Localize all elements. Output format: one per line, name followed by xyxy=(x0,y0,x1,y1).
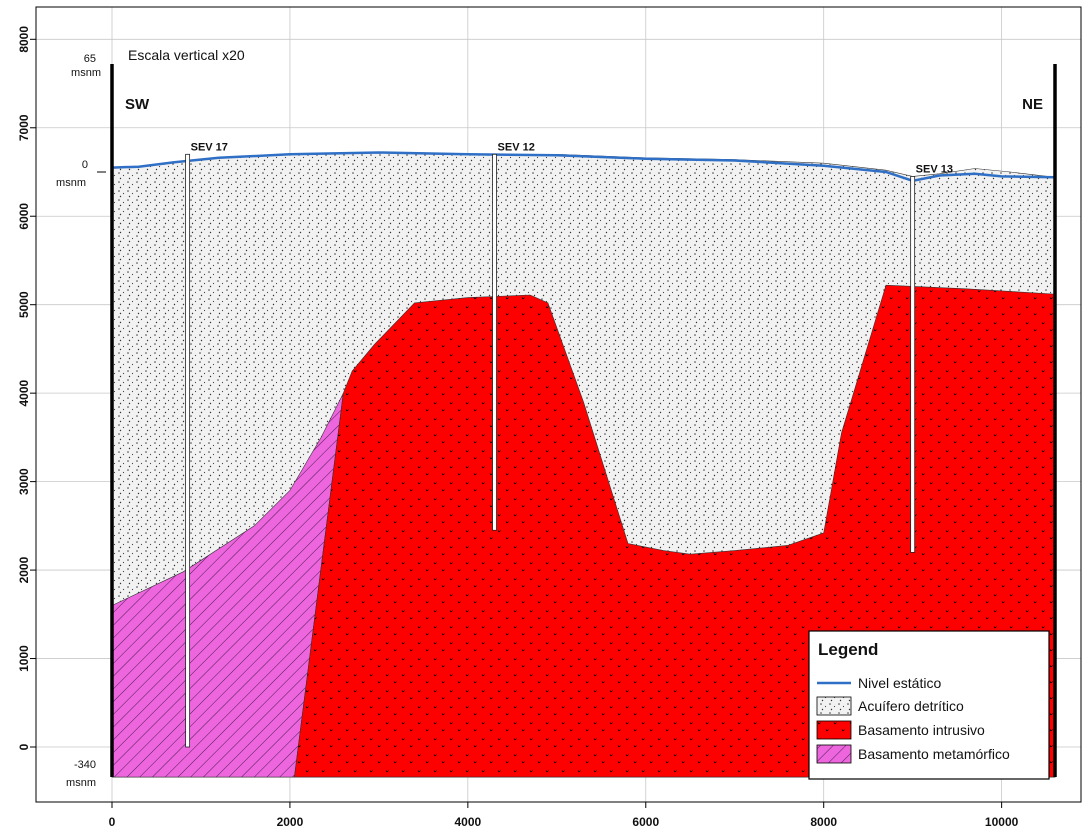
legend-swatch-aquifer xyxy=(816,696,852,716)
x-tick-label: 4000 xyxy=(454,815,481,829)
direction-ne-label: NE xyxy=(1022,96,1043,113)
sev-label: SEV 13 xyxy=(916,163,953,175)
ref-zero-unit: msnm xyxy=(56,177,86,189)
y-tick-label: 1000 xyxy=(17,645,31,672)
y-tick-label: 2000 xyxy=(17,556,31,583)
y-tick-label: 6000 xyxy=(17,203,31,230)
y-axis-ticks: 0 1000 2000 3000 4000 5000 6000 7000 8000 xyxy=(17,26,36,750)
ref-bottom-unit: msnm xyxy=(66,777,96,789)
legend-label-metamorphic: Basamento metamórfico xyxy=(858,746,1010,762)
section-walls xyxy=(97,64,1057,777)
legend-label-intrusive: Basamento intrusivo xyxy=(858,722,985,738)
sev-borehole xyxy=(185,153,191,748)
sev-label: SEV 12 xyxy=(498,141,535,153)
legend-title: Legend xyxy=(818,640,878,659)
sev-borehole xyxy=(910,176,916,553)
legend-label-aquifer: Acuífero detrítico xyxy=(858,698,964,714)
water-table-line xyxy=(111,151,1056,183)
legend-swatch-intrusive xyxy=(816,720,852,740)
vertical-scale-note: Escala vertical x20 xyxy=(128,47,245,63)
ref-zero-value: 0 xyxy=(82,159,88,171)
y-tick-label: 3000 xyxy=(17,468,31,495)
ref-top-value: 65 xyxy=(84,53,96,65)
y-tick-label: 4000 xyxy=(17,379,31,406)
y-tick-label: 0 xyxy=(17,743,31,750)
map-frame xyxy=(35,6,1082,803)
x-tick-label: 6000 xyxy=(632,815,659,829)
x-tick-label: 0 xyxy=(109,815,116,829)
sev-label: SEV 17 xyxy=(191,141,228,153)
x-tick-label: 2000 xyxy=(277,815,304,829)
legend-swatch-metamorphic xyxy=(816,744,852,764)
x-tick-label: 10000 xyxy=(985,815,1019,829)
legend-label-water-table: Nivel estático xyxy=(858,675,941,691)
metamorphic-basement-layer xyxy=(111,393,344,778)
y-tick-label: 5000 xyxy=(17,291,31,318)
y-tick-label: 8000 xyxy=(17,26,31,53)
y-tick-label: 7000 xyxy=(17,114,31,141)
ref-top-unit: msnm xyxy=(71,67,101,79)
ref-bottom-value: -340 xyxy=(74,759,96,771)
legend: Legend Nivel estático Acuífero detrítico… xyxy=(808,630,1050,780)
direction-sw-label: SW xyxy=(125,96,150,113)
x-tick-label: 8000 xyxy=(810,815,837,829)
sev-boreholes: SEV 17 SEV 12 SEV 13 xyxy=(185,141,953,748)
x-axis-ticks: 0 2000 4000 6000 8000 10000 xyxy=(109,802,1019,829)
sev-borehole xyxy=(492,153,497,531)
